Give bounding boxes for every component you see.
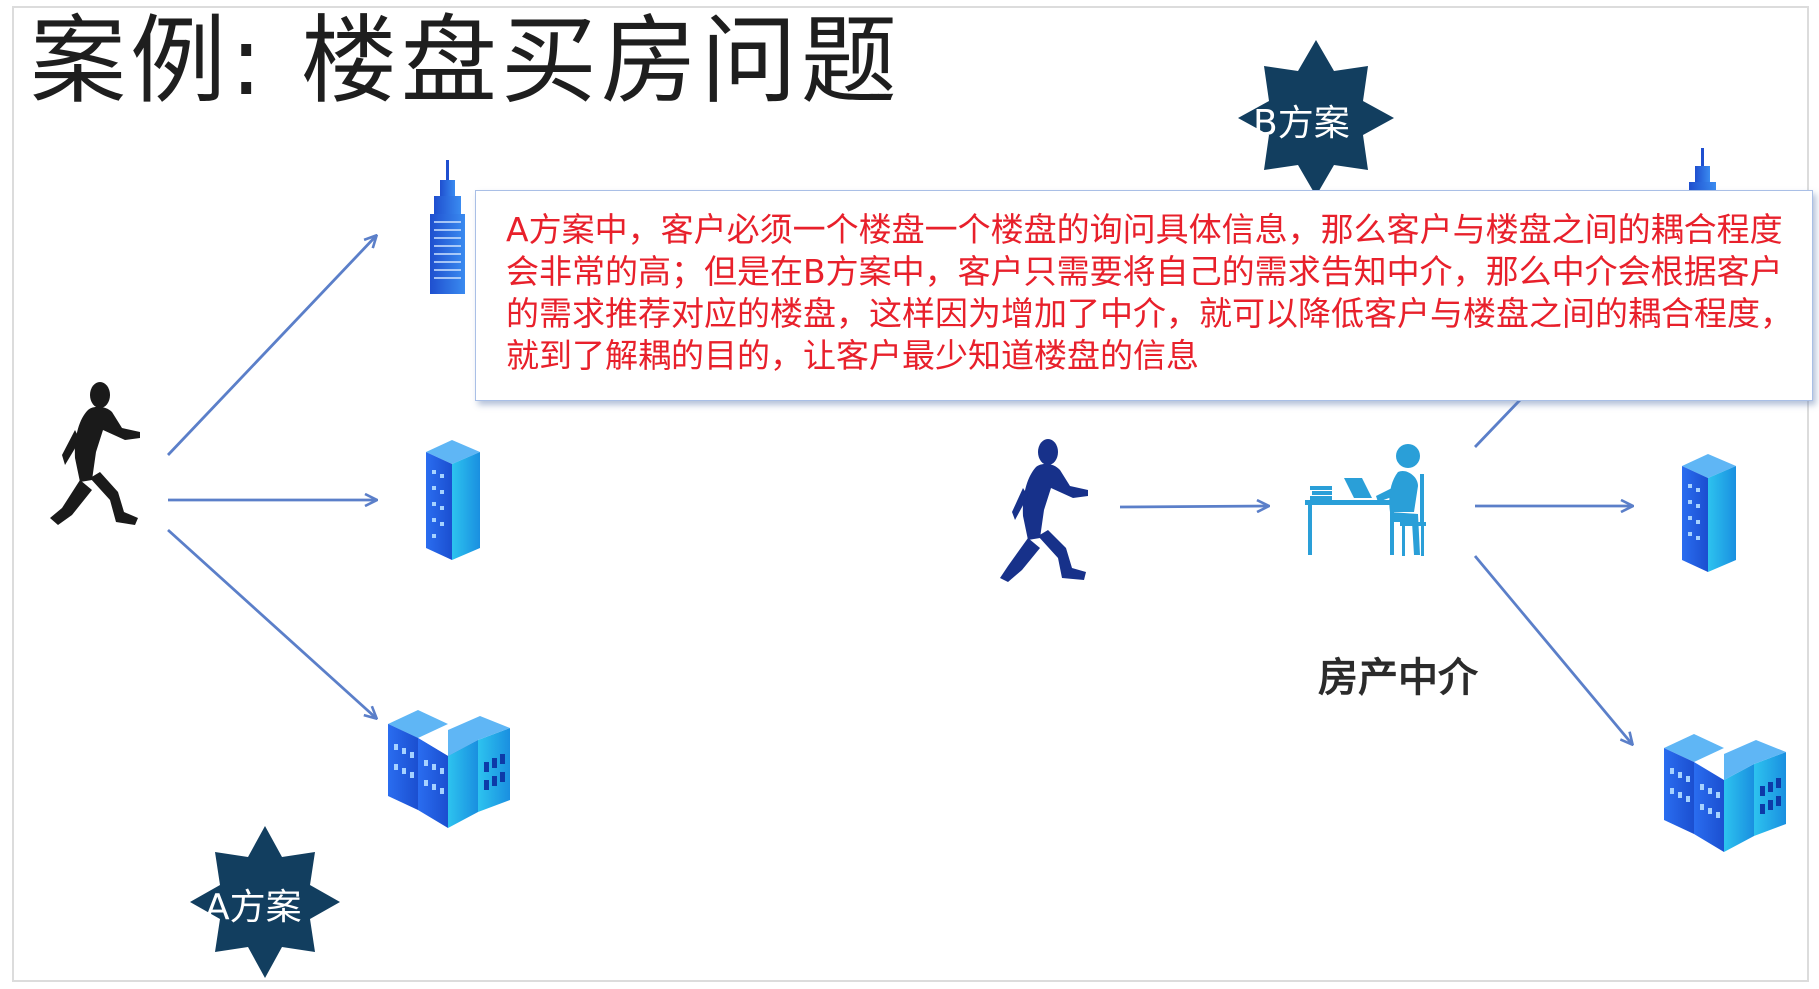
arrow-customer-to-agency (1119, 506, 1268, 507)
plan-a-badge (190, 826, 340, 978)
building-complex-a-icon (388, 710, 510, 828)
real-estate-agent-icon (1305, 444, 1426, 556)
slide-frame (12, 6, 1809, 982)
plan-a-arrows (166, 236, 376, 718)
explanation-text: A方案中，客户必须一个楼盘一个楼盘的询问具体信息，那么客户与楼盘之间的耦合程度会… (506, 210, 1793, 375)
arrow-a-to-complex (167, 528, 376, 718)
plan-b-arrows (1119, 399, 1632, 744)
real-estate-agency-label: 房产中介 (1318, 655, 1478, 701)
slide-title: 案例: 楼盘买房问题 (30, 5, 901, 117)
tower-building-a-icon (426, 440, 480, 560)
skyscraper-a-icon (430, 160, 465, 294)
arrow-a-to-skyscraper (166, 236, 376, 456)
customer-b-icon (1000, 439, 1088, 582)
arrow-agency-to-complex (1473, 555, 1632, 744)
arrow-agency-to-skyscraper (1473, 399, 1522, 448)
tower-building-b-icon (1682, 454, 1736, 572)
customer-a-icon (50, 382, 140, 525)
building-complex-b-icon (1664, 734, 1786, 852)
plan-a-label: A方案 (205, 887, 302, 928)
plan-b-label: B方案 (1253, 103, 1350, 144)
plan-b-badge (1238, 40, 1394, 196)
explanation-callout: A方案中，客户必须一个楼盘一个楼盘的询问具体信息，那么客户与楼盘之间的耦合程度会… (475, 190, 1813, 401)
